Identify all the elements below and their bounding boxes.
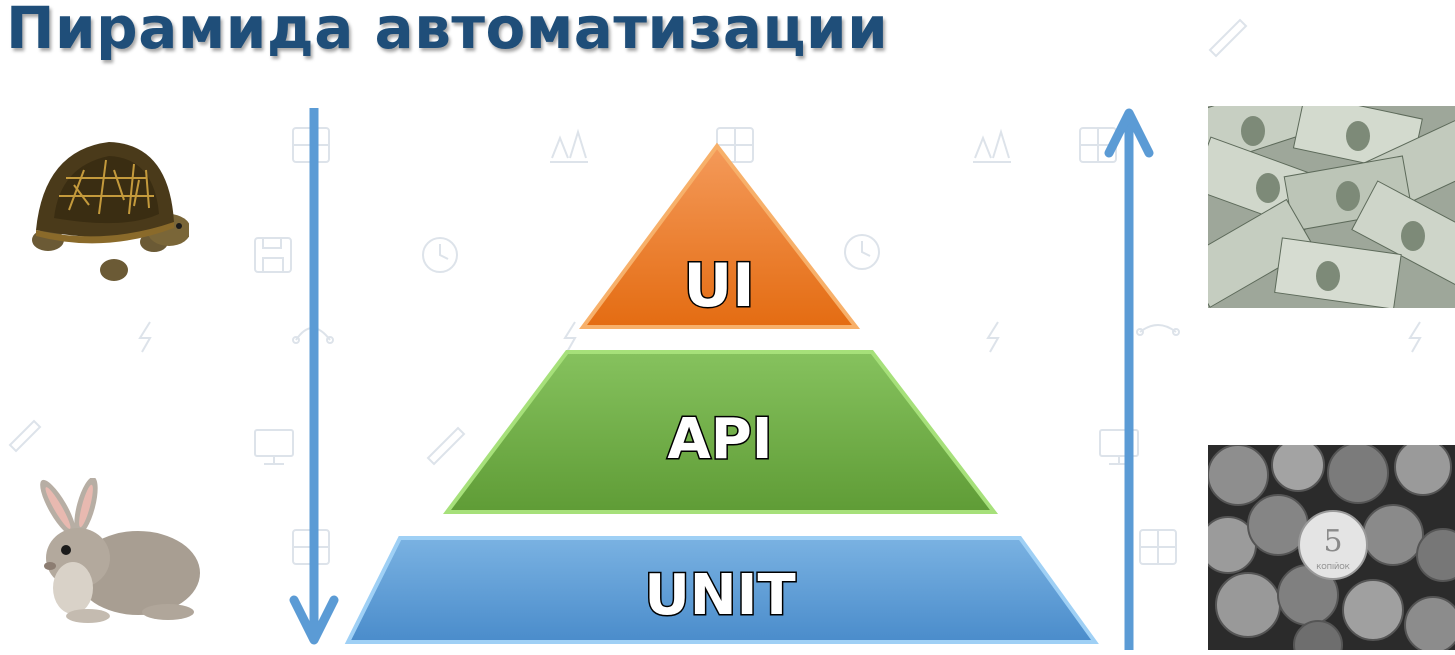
arrow-down-left	[289, 108, 339, 645]
rabbit-image	[18, 478, 203, 628]
turtle-image	[14, 130, 189, 292]
monitor-icon	[254, 429, 294, 465]
pencil-icon	[1208, 18, 1248, 58]
lightning-icon	[563, 321, 577, 353]
clock-icon	[422, 237, 458, 273]
save-icon	[254, 237, 292, 273]
calculator-icon	[1139, 529, 1177, 565]
level-label-unit: UNIT	[644, 563, 795, 628]
level-label-api: API	[667, 407, 772, 472]
level-label-ui: UI	[683, 251, 754, 321]
banknotes-image	[1208, 106, 1455, 308]
bezier-icon	[1136, 324, 1180, 336]
pencil-icon	[8, 419, 42, 453]
font-size-icon	[973, 128, 1011, 163]
automation-pyramid: UI API UNIT	[344, 142, 1099, 644]
pyramid-level-api: API	[443, 350, 999, 514]
lightning-icon	[138, 321, 152, 353]
coin-value: 5	[1323, 524, 1342, 559]
lightning-icon	[1408, 321, 1422, 353]
pyramid-level-unit: UNIT	[344, 536, 1099, 644]
arrow-up-right	[1104, 108, 1154, 650]
clock-icon	[844, 234, 880, 270]
slide-title: Пирамида автоматизации	[6, 0, 889, 62]
pencil-icon	[426, 426, 466, 466]
font-size-icon	[550, 128, 588, 163]
pyramid-level-ui: UI	[579, 142, 861, 329]
lightning-icon	[986, 321, 1000, 353]
coins-image: 5 КОПІЙОК	[1208, 445, 1455, 650]
coin-word: КОПІЙОК	[1316, 562, 1350, 571]
